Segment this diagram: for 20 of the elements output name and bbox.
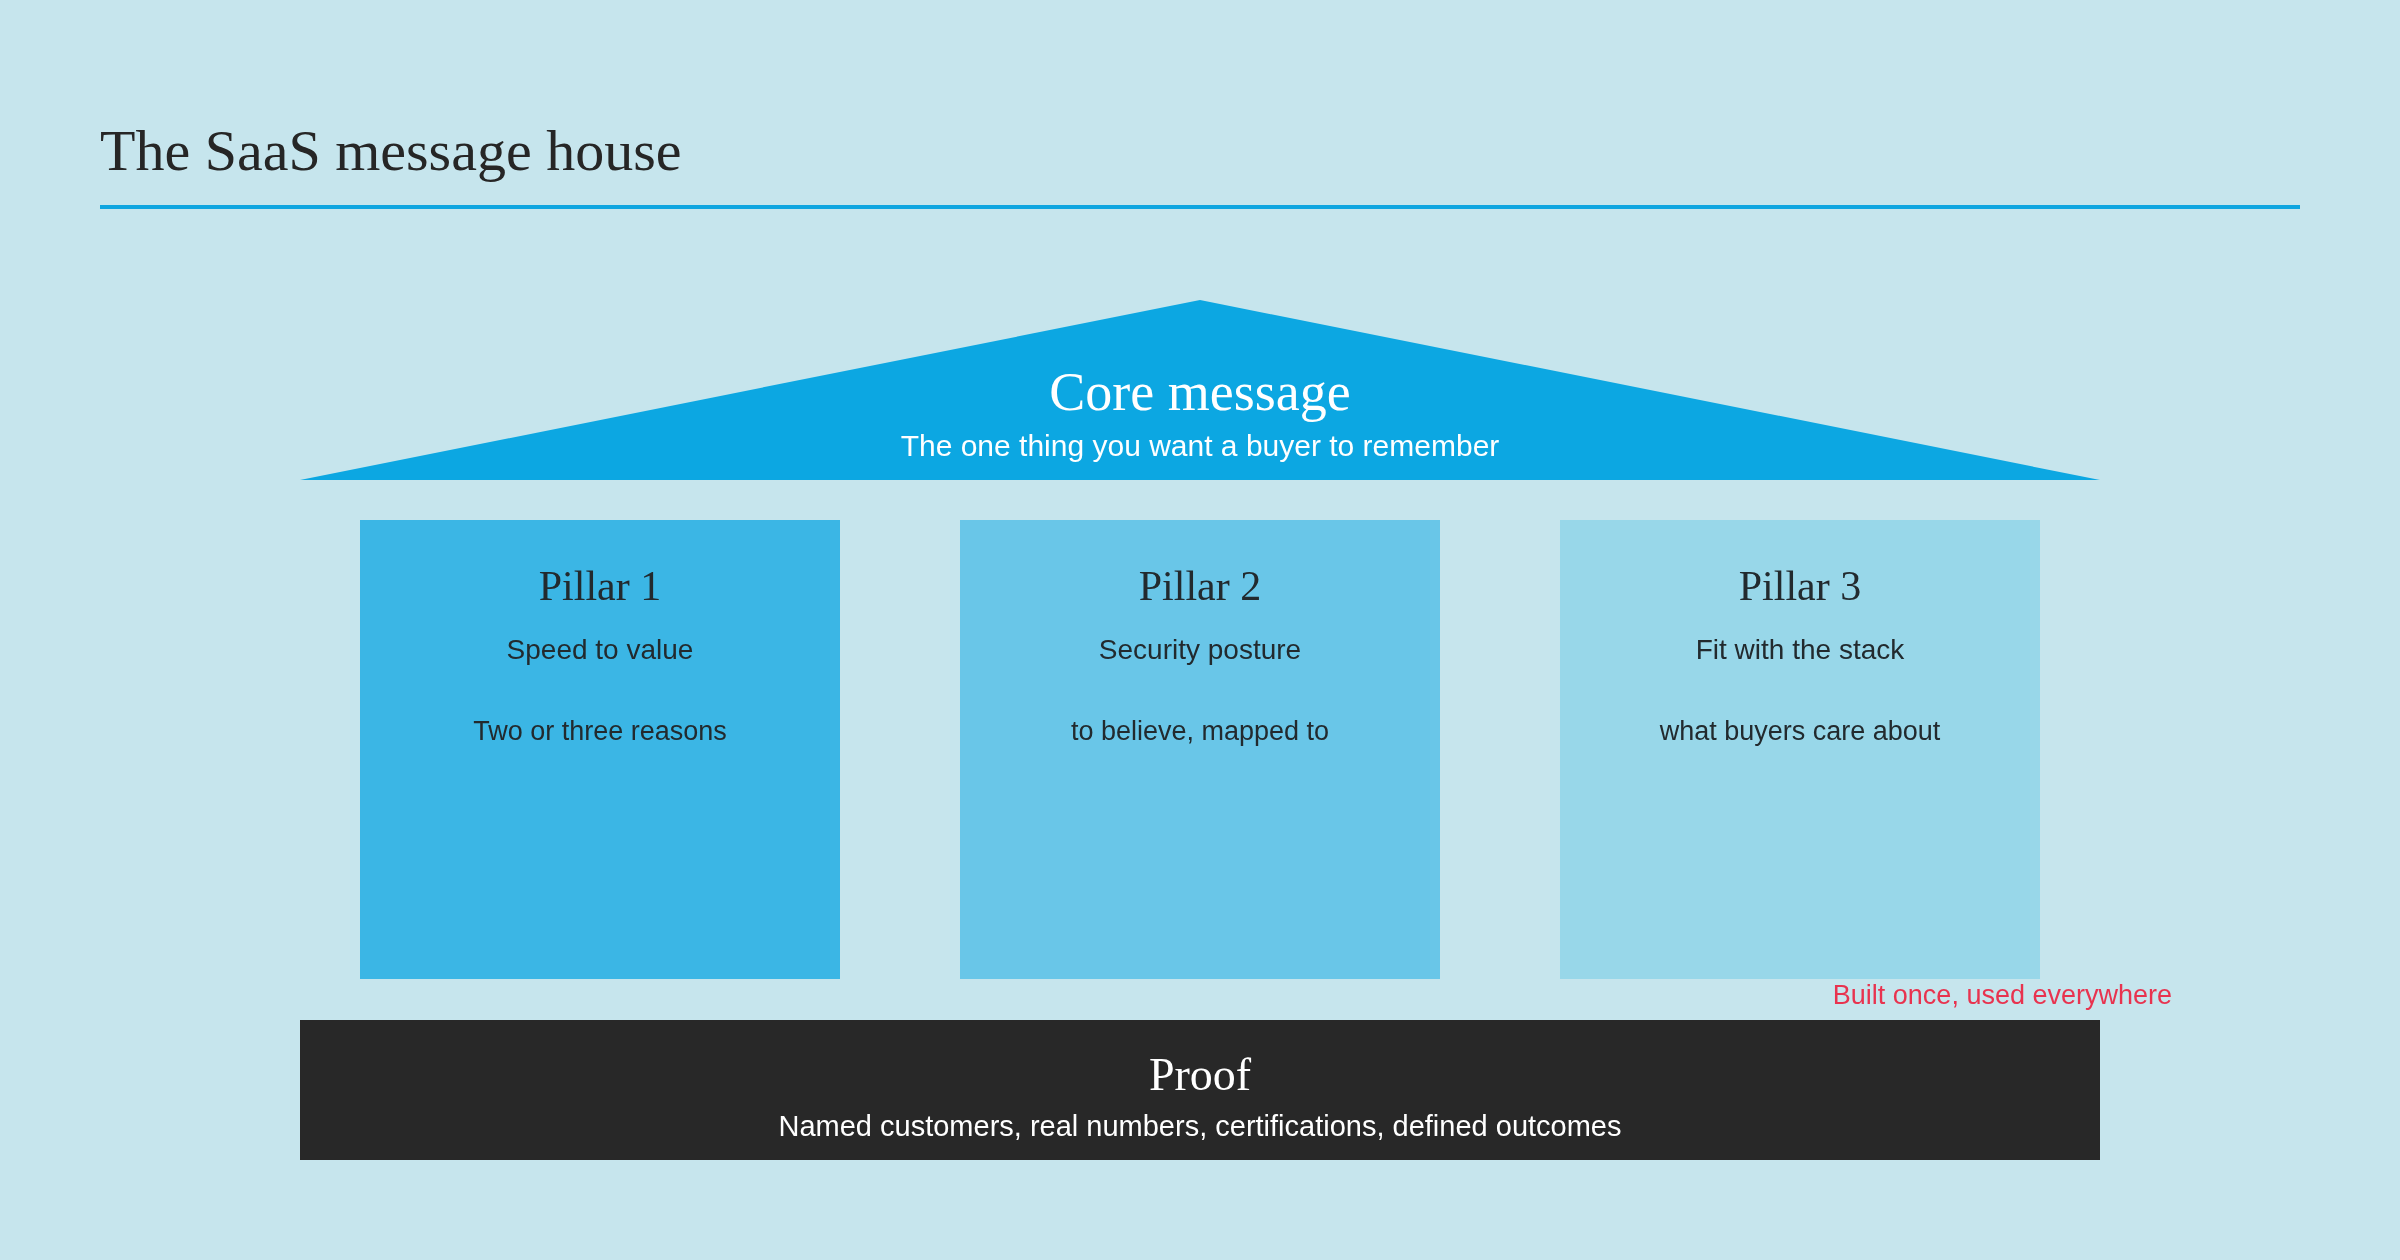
pillar-card (960, 520, 1440, 979)
heading: Pillar 3 (1738, 562, 1862, 610)
body-text: what buyers care about (1659, 715, 1941, 748)
subheading: Speed to value (506, 633, 694, 667)
subheading: The one thing you want a buyer to remember (900, 428, 1500, 464)
subheading: Named customers, real numbers, certifications, defined outcomes (778, 1109, 1622, 1143)
pillar-card (1560, 520, 2040, 979)
body-text: to believe, mapped to (1070, 715, 1330, 748)
subheading: Fit with the stack (1695, 633, 1905, 667)
body-text: Two or three reasons (473, 715, 727, 748)
heading: Proof (1148, 1049, 1252, 1101)
heading: Pillar 1 (538, 562, 662, 610)
subheading: Security posture (1098, 633, 1302, 667)
heading: Pillar 2 (1138, 562, 1262, 610)
heading: Core message (1049, 362, 1351, 422)
pillar-card (360, 520, 840, 979)
proof-bar (300, 1020, 2100, 1160)
tagline-text: Built once, used everywhere (1832, 980, 2172, 1010)
roof-triangle (300, 300, 2100, 480)
page-title: The SaaS message house (100, 118, 682, 184)
